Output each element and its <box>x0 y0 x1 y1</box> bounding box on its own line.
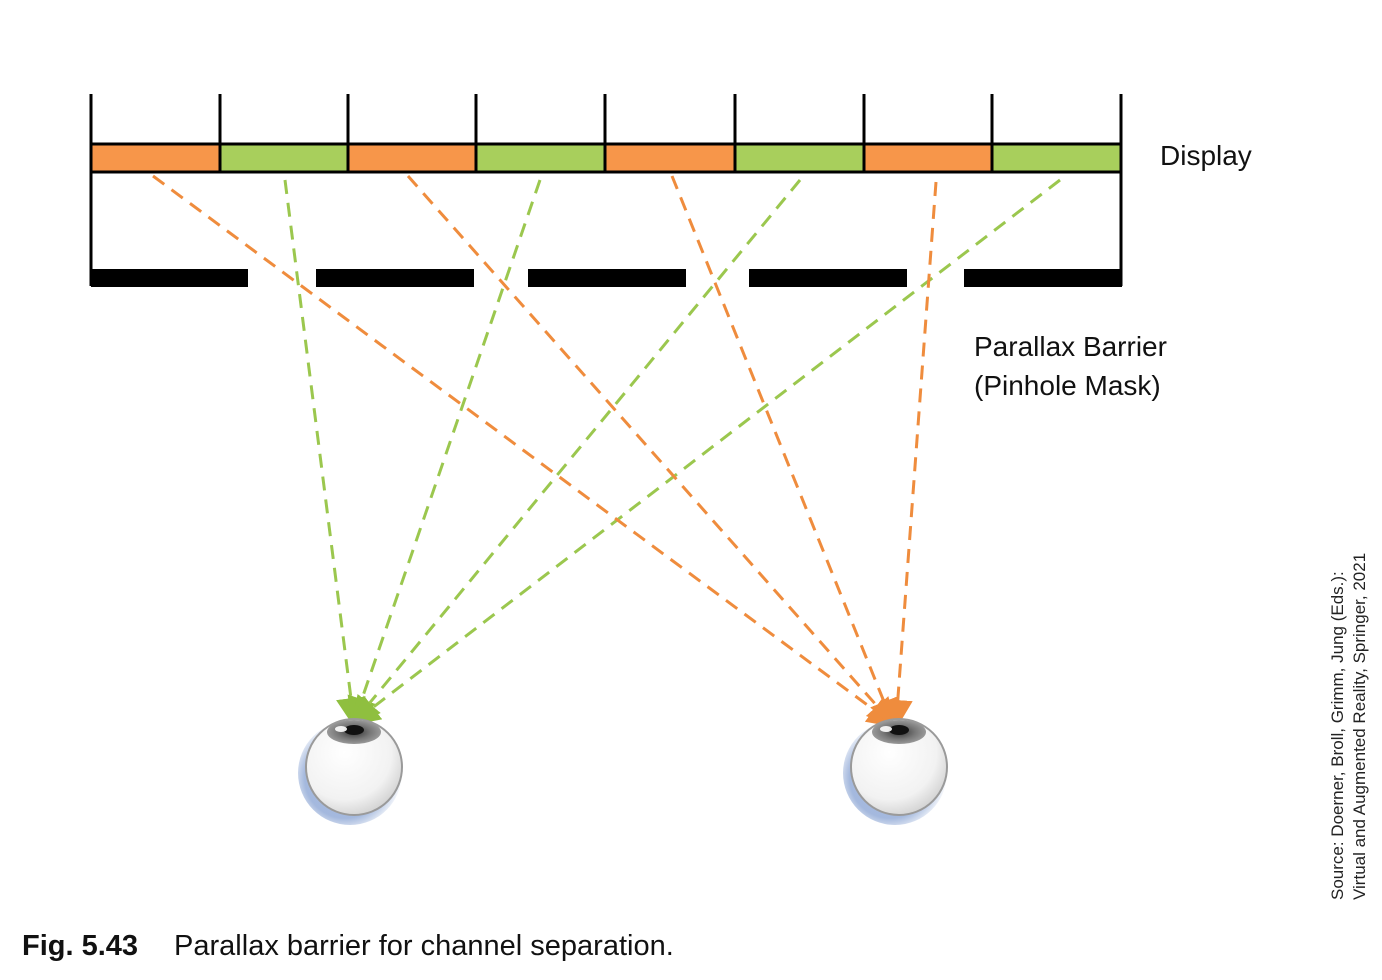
pixel-right-eye <box>91 145 220 172</box>
barrier-segment <box>91 269 248 287</box>
pixel-left-eye <box>220 145 348 172</box>
ray-left-eye <box>350 179 802 727</box>
figure-caption: Fig. 5.43 Parallax barrier for channel se… <box>22 930 674 963</box>
ray-right-eye <box>406 175 897 729</box>
right-eye-icon <box>843 718 948 825</box>
figure-number: Fig. 5.43 <box>22 930 139 962</box>
display-frame <box>89 94 1123 286</box>
ray-left-eye <box>283 179 366 728</box>
parallax-barrier-label: Parallax Barrier (Pinhole Mask) <box>974 327 1167 405</box>
barrier-segment <box>964 269 1122 287</box>
source-credit-line1: Source: Doerner, Broll, Grimm, Jung (Eds… <box>1328 571 1347 900</box>
ray-right-eye <box>152 174 898 728</box>
barrier-segment <box>749 269 907 287</box>
pixel-left-eye <box>992 145 1121 172</box>
display-pixels <box>91 145 1121 172</box>
light-rays-right-eye <box>152 174 938 730</box>
display-label: Display <box>1160 140 1252 171</box>
ray-right-eye <box>670 175 898 730</box>
pixel-right-eye <box>605 145 735 172</box>
barrier-segment <box>316 269 474 287</box>
barrier-segment <box>528 269 686 287</box>
ray-right-eye <box>882 181 938 730</box>
figure-caption-text: Parallax barrier for channel separation. <box>174 930 674 962</box>
ray-left-eye <box>347 179 542 728</box>
pixel-right-eye <box>864 145 992 172</box>
left-eye-icon <box>298 718 403 825</box>
pixel-right-eye <box>348 145 476 172</box>
source-credit-line2: Virtual and Augmented Reality, Springer,… <box>1350 552 1369 900</box>
parallax-barrier-label-line2: (Pinhole Mask) <box>974 370 1161 401</box>
parallax-barrier-label-line1: Parallax Barrier <box>974 331 1167 362</box>
ray-left-eye <box>349 178 1061 726</box>
light-rays-left-eye <box>283 178 1061 728</box>
parallax-barrier <box>91 269 1122 287</box>
pixel-left-eye <box>735 145 864 172</box>
source-credit: Source: Doerner, Broll, Grimm, Jung (Eds… <box>1327 510 1371 900</box>
pixel-left-eye <box>476 145 605 172</box>
